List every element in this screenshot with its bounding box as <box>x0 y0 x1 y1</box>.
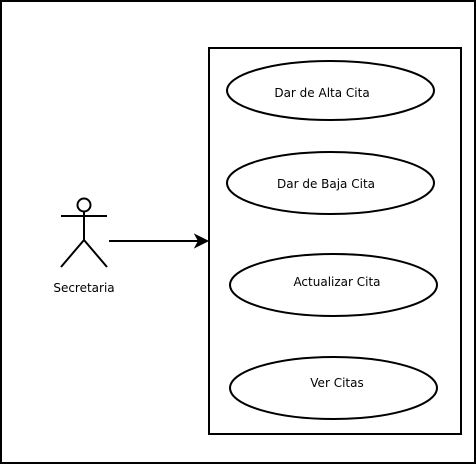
actor-secretaria[interactable]: Secretaria <box>53 197 115 296</box>
actor-label: Secretaria <box>53 281 114 295</box>
use-case-label: Actualizar Cita <box>293 275 380 289</box>
association-arrowhead <box>193 233 210 249</box>
use-case-dar-de-alta-cita[interactable]: Dar de Alta Cita <box>226 60 435 121</box>
actor-head-icon <box>76 197 92 213</box>
use-case-ellipse <box>226 151 435 215</box>
use-case-dar-de-baja-cita[interactable]: Dar de Baja Cita <box>226 151 435 215</box>
use-case-ver-citas[interactable]: Ver Citas <box>229 356 438 420</box>
use-case-label: Dar de Baja Cita <box>277 177 375 191</box>
use-case-ellipse <box>229 253 438 317</box>
use-case-label: Ver Citas <box>310 376 363 390</box>
use-case-actualizar-cita[interactable]: Actualizar Cita <box>229 253 438 317</box>
actor-left-leg <box>60 239 85 268</box>
use-case-ellipse <box>226 60 435 121</box>
use-case-label: Dar de Alta Cita <box>274 86 369 100</box>
use-case-ellipse <box>229 356 438 420</box>
actor-right-leg <box>83 239 108 268</box>
